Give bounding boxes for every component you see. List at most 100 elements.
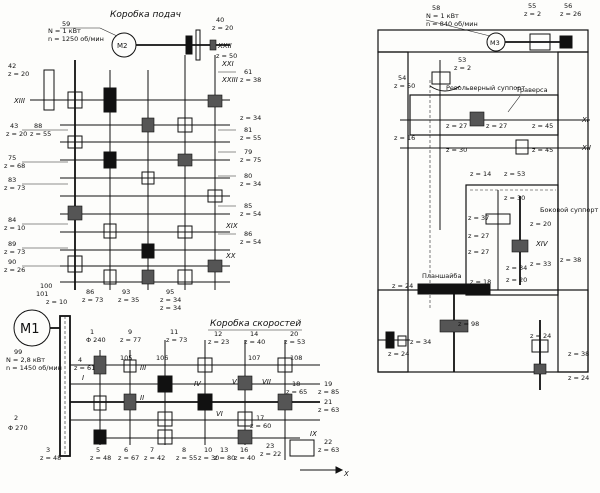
feed-label: 93 <box>122 288 130 296</box>
speed-motor-number: 99 <box>14 348 22 356</box>
feed-label: z = 38 <box>240 76 261 84</box>
feed-label: 75 <box>8 154 16 162</box>
machine-label: z = 18 <box>470 278 491 286</box>
machine-label: z = 30 <box>504 194 525 202</box>
feed-label: 95 <box>166 288 174 296</box>
feed-label: z = 55 <box>240 134 261 142</box>
feed-label: z = 34 <box>240 180 261 188</box>
machine-motor-speed: n = 840 об/мин <box>426 20 478 28</box>
speed-motor-m1: M1 99 N = 2,8 кВт n = 1450 об/мин <box>6 309 62 372</box>
speed-label: z = 85 <box>318 388 339 396</box>
machine-label: z = 53 <box>504 170 525 178</box>
speed-label: z = 67 <box>118 454 139 462</box>
feed-shafts <box>40 99 230 283</box>
feed-label: 85 <box>244 202 252 210</box>
machine-label: z = 2 <box>454 64 471 72</box>
speed-label: z = 77 <box>120 336 141 344</box>
traverse-label: Траверса <box>515 86 548 94</box>
speed-label: 6 <box>124 446 128 454</box>
machine-label: z = 24 <box>530 332 551 340</box>
machine-label: z = 20 <box>506 276 527 284</box>
speed-label: 19 <box>324 380 332 388</box>
feed-label: z = 73 <box>82 296 103 304</box>
feed-label: z = 34 <box>240 114 261 122</box>
feed-label: z = 35 <box>118 296 139 304</box>
feed-gears <box>67 87 223 285</box>
feed-label: z = 73 <box>4 248 25 256</box>
feed-label: z = 10 <box>4 224 25 232</box>
speed-label: 16 <box>240 446 248 454</box>
feed-motor-number: 59 <box>62 20 70 28</box>
speed-label: z = 80 <box>214 454 235 462</box>
speed-label: III <box>140 364 146 372</box>
feed-label: z = 26 <box>4 266 25 274</box>
speed-label: 4 <box>78 356 82 364</box>
machine-label: z = 45 <box>532 146 553 154</box>
machine-label: z = 38 <box>560 256 581 264</box>
feed-label: ХХ <box>225 252 236 260</box>
machine-label: z = 37 <box>468 214 489 222</box>
speed-label: 105 <box>120 354 132 362</box>
speed-label: 22 <box>324 438 332 446</box>
feed-label: z = 54 <box>240 210 261 218</box>
pulley-bottom-number: 2 <box>14 414 18 422</box>
feed-box: Коробка подач M2 59 N = 1 кВт n = 1250 о… <box>4 10 261 312</box>
speed-label: z = 60 <box>250 422 271 430</box>
speed-label: I <box>82 374 84 382</box>
speed-label: 9 <box>128 328 132 336</box>
speed-label: 18 <box>292 380 300 388</box>
machine-label: z = 50 <box>394 82 415 90</box>
machine-label: z = 27 <box>468 232 489 240</box>
feed-label: z = 34 <box>160 304 181 312</box>
speed-label: z = 48 <box>40 454 61 462</box>
feed-label: z = 10 <box>46 298 67 306</box>
speed-label: z = 65 <box>286 388 307 396</box>
feed-label: z = 54 <box>240 238 261 246</box>
speed-label: 20 <box>290 330 298 338</box>
feed-label: 79 <box>244 148 252 156</box>
feed-label: z = 75 <box>240 156 261 164</box>
faceplate-label: Планшайба <box>422 272 461 280</box>
machine-label: 53 <box>458 56 466 64</box>
speed-label: z = 48 <box>90 454 111 462</box>
speed-label: z = 40 <box>234 454 255 462</box>
speed-label: 5 <box>96 446 100 454</box>
speed-label: z = 73 <box>166 336 187 344</box>
feed-box-title: Коробка подач <box>110 10 181 20</box>
speed-label: z = 23 <box>208 338 229 346</box>
machine-label: z = 30 <box>446 146 467 154</box>
speed-label: 108 <box>290 354 302 362</box>
speed-label: z = 40 <box>244 338 265 346</box>
speed-label: VII <box>262 378 271 386</box>
speed-label: 3 <box>46 446 50 454</box>
machine-label: 54 <box>398 74 406 82</box>
machine-label: z = 20 <box>530 220 551 228</box>
speed-label: V <box>232 378 238 386</box>
machine-label: z = 14 <box>470 170 491 178</box>
machine-label: z = 27 <box>468 248 489 256</box>
machine-label: 55 <box>528 2 536 10</box>
machine-label: z = 27 <box>446 122 467 130</box>
speed-label: z = 63 <box>318 406 339 414</box>
machine-tool: M3 58 N = 1 кВт n = 840 об/мин Револьвер… <box>377 2 598 390</box>
speed-label: 21 <box>324 398 332 406</box>
feed-label: z = 34 <box>160 296 181 304</box>
speed-label: z = 55 <box>176 454 197 462</box>
speed-label: II <box>140 394 144 402</box>
machine-label: z = 2 <box>524 10 541 18</box>
machine-label: z = 24 <box>568 374 589 382</box>
speed-label: 107 <box>248 354 260 362</box>
feed-label: ХХII <box>217 42 232 50</box>
feed-label: z = 73 <box>4 184 25 192</box>
machine-label: z = 98 <box>458 320 479 328</box>
speed-label: z = 61 <box>74 364 95 372</box>
feed-label: ХХI <box>221 60 234 68</box>
machine-motor-number: 58 <box>432 4 440 12</box>
speed-label: 11 <box>170 328 178 336</box>
feed-label: 100 <box>40 282 52 290</box>
speed-label: 106 <box>156 354 168 362</box>
speed-label: z = 30 <box>198 454 219 462</box>
feed-label: 40 <box>216 16 224 24</box>
